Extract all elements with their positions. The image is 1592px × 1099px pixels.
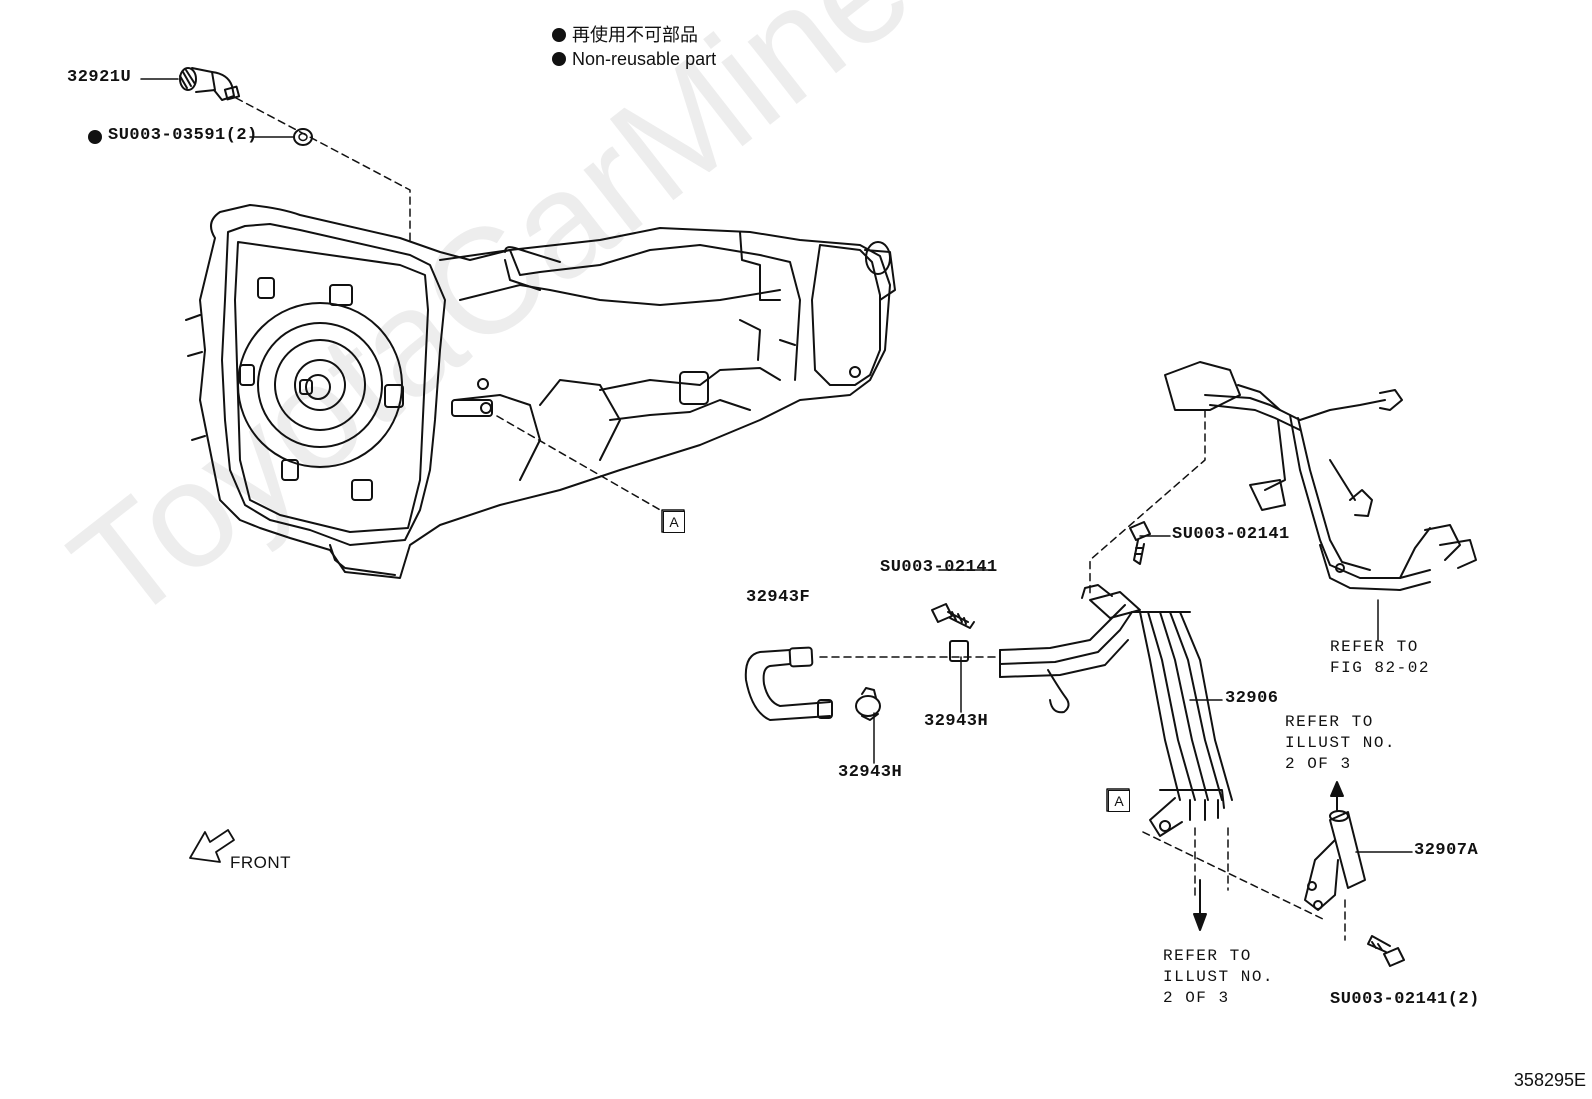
arrow-down	[1193, 879, 1207, 931]
hose-32943F	[744, 646, 833, 721]
callout-box-a-bottom: A	[1108, 790, 1130, 812]
callout-box-a-top: A	[663, 511, 685, 533]
bolt-right	[1129, 521, 1151, 565]
filled-dot-icon	[552, 28, 566, 42]
gasket	[293, 128, 313, 146]
legend-english: Non-reusable part	[572, 49, 717, 69]
label-32921U: 32921U	[67, 68, 132, 87]
label-32943H-lower: 32943H	[838, 763, 903, 782]
label-refer-illust-upper: REFER TO ILLUST NO. 2 OF 3	[1285, 713, 1397, 773]
front-arrow-icon	[189, 829, 235, 863]
label-32906: 32906	[1225, 689, 1279, 708]
legend: 再使用不可部品 Non-reusable part	[552, 23, 716, 71]
wire-harness	[1164, 361, 1477, 591]
legend-japanese: 再使用不可部品	[572, 25, 698, 45]
dashed-leaders	[235, 97, 1346, 941]
label-bolt-mid: SU003-02141	[880, 558, 998, 577]
bolt-mid	[931, 603, 975, 629]
filled-dot-icon	[552, 52, 566, 66]
label-bolt-bottom: SU003-02141(2)	[1330, 990, 1480, 1009]
clamp-32943H-lower	[855, 687, 881, 721]
label-32943H-mid: 32943H	[924, 712, 989, 731]
label-refer-fig: REFER TO FIG 82-02	[1330, 638, 1430, 677]
figure-number: 358295E	[1513, 1070, 1586, 1090]
label-32907A: 32907A	[1414, 841, 1479, 860]
transmission	[185, 204, 896, 579]
clip-32943H-mid	[949, 640, 969, 662]
label-32943F: 32943F	[746, 588, 811, 607]
label-gasket: SU003-03591(2)	[108, 126, 258, 145]
fitting-32921U	[179, 67, 241, 101]
arrow-up	[1330, 781, 1344, 811]
tube-32906	[999, 584, 1233, 837]
front-label: FRONT	[230, 853, 292, 872]
bolt-bottom	[1367, 935, 1405, 967]
label-refer-illust-lower: REFER TO ILLUST NO. 2 OF 3	[1163, 947, 1275, 1007]
tube-32907A	[1304, 810, 1366, 911]
non-reusable-dot-icon	[88, 130, 102, 144]
label-bolt-right: SU003-02141	[1172, 525, 1290, 544]
leader-lines	[140, 78, 1413, 853]
